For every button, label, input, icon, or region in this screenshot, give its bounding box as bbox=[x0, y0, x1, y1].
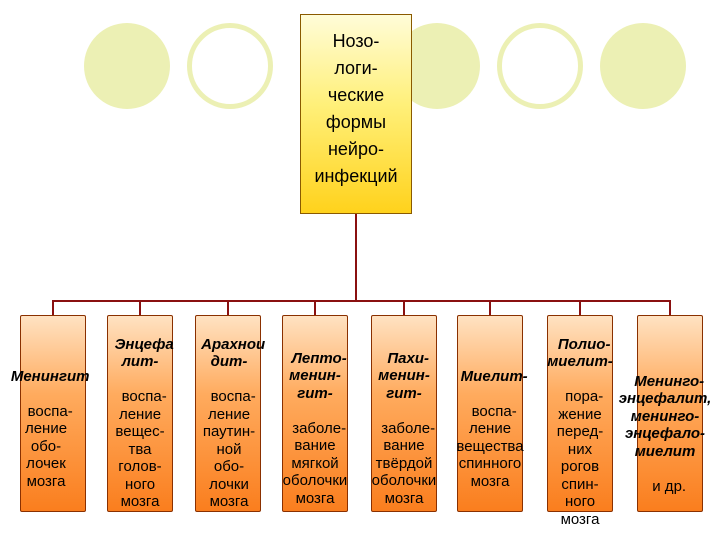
category-label-meningitis: Менингит воспа- ление обо- лочек мозга bbox=[0, 350, 111, 490]
decor-circle-5 bbox=[600, 23, 686, 109]
category-box-5 bbox=[371, 315, 437, 512]
decor-circle-4 bbox=[497, 23, 583, 109]
category-box-1 bbox=[20, 315, 86, 512]
category-title: Энцефа лит- bbox=[114, 335, 174, 371]
category-box-6 bbox=[457, 315, 523, 512]
category-title: Лепто- менин- гит- bbox=[289, 349, 347, 402]
connector-drop-2 bbox=[139, 300, 141, 316]
connector-drop-7 bbox=[579, 300, 581, 316]
category-box-2 bbox=[107, 315, 173, 512]
category-box-4 bbox=[282, 315, 348, 512]
connector-drop-5 bbox=[403, 300, 405, 316]
root-node-title: Нозо- логи- ческие формы нейро- инфекций bbox=[314, 31, 398, 186]
category-box-3 bbox=[195, 315, 261, 512]
category-label-meningoencephalitis: Менинго- энцефалит, менинго- энцефало- м… bbox=[600, 355, 720, 495]
category-label-myelitis: Миелит- воспа- ление вещества спинного м… bbox=[425, 350, 555, 490]
connector-drop-1 bbox=[52, 300, 54, 316]
category-description: пора- жение перед- них рогов спин- ного … bbox=[556, 388, 604, 528]
category-box-7 bbox=[547, 315, 613, 512]
category-description: воспа- ление вещес- тва голов- ного мозг… bbox=[115, 388, 167, 510]
category-title: Менингит bbox=[10, 367, 90, 385]
category-description: заболе- вание твёрдой оболочки мозга bbox=[371, 419, 437, 507]
connector-drop-8 bbox=[669, 300, 671, 316]
decor-circle-1 bbox=[84, 23, 170, 109]
category-description: воспа- ление вещества спинного мозга bbox=[456, 402, 524, 490]
category-description: и др. bbox=[652, 477, 687, 495]
connector-drop-6 bbox=[489, 300, 491, 316]
category-title: Арахнои дит- bbox=[201, 335, 266, 371]
category-title: Полио- миелит- bbox=[547, 335, 613, 371]
category-description: воспа- ление паутин- ной обо- лочки мозг… bbox=[202, 388, 256, 510]
category-label-poliomyelitis: Полио- миелит- пора- жение перед- них ро… bbox=[515, 318, 645, 528]
category-title: Пахи- менин- гит- bbox=[378, 349, 430, 402]
category-title: Миелит- bbox=[460, 367, 528, 385]
category-label-pachymeningitis: Пахи- менин- гит- заболе- вание твёрдой … bbox=[339, 332, 469, 507]
category-box-8 bbox=[637, 315, 703, 512]
category-description: заболе- вание мягкой оболочки мозга bbox=[282, 419, 348, 507]
connector-root-down bbox=[355, 214, 357, 301]
category-label-encephalitis: Энцефа лит- воспа- ление вещес- тва голо… bbox=[75, 318, 205, 511]
root-node bbox=[300, 14, 412, 214]
category-label-arachnoiditis: Арахнои дит- воспа- ление паутин- ной об… bbox=[164, 318, 294, 511]
connector-horizontal bbox=[52, 300, 671, 302]
connector-drop-3 bbox=[227, 300, 229, 316]
decor-circle-2 bbox=[187, 23, 273, 109]
category-description: воспа- ление обо- лочек мозга bbox=[24, 402, 73, 490]
connector-drop-4 bbox=[314, 300, 316, 316]
category-label-leptomeningitis: Лепто- менин- гит- заболе- вание мягкой … bbox=[250, 332, 380, 507]
category-title: Менинго- энцефалит, менинго- энцефало- м… bbox=[618, 372, 712, 460]
